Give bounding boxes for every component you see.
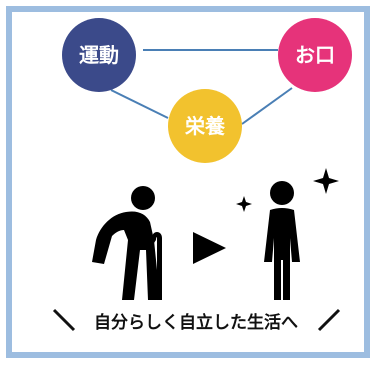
- node-oral-label: お口: [295, 43, 335, 67]
- node-oral: お口: [278, 18, 352, 92]
- node-oral-circle: [278, 18, 352, 92]
- standing-person-icon: [264, 181, 300, 300]
- sparkle-icon: [313, 168, 339, 194]
- node-nutrition-label: 栄養: [184, 114, 226, 138]
- connector-oral-nutrition: [241, 87, 293, 125]
- node-undo-circle: [62, 18, 136, 92]
- connector-undo-nutrition: [110, 89, 169, 119]
- node-undo-label: 運動: [79, 43, 119, 67]
- sparkle-small-icon: [236, 196, 252, 212]
- play-arrow-icon: [193, 232, 226, 264]
- node-nutrition: 栄養: [168, 89, 242, 163]
- caption-text: 自分らしく自立した生活へ: [94, 312, 298, 333]
- caption-slash-right: [317, 308, 341, 332]
- node-undo: 運動: [62, 18, 136, 92]
- node-nutrition-circle: [168, 89, 242, 163]
- caption-slash-left: [52, 308, 76, 332]
- elderly-with-cane-icon: [92, 186, 162, 300]
